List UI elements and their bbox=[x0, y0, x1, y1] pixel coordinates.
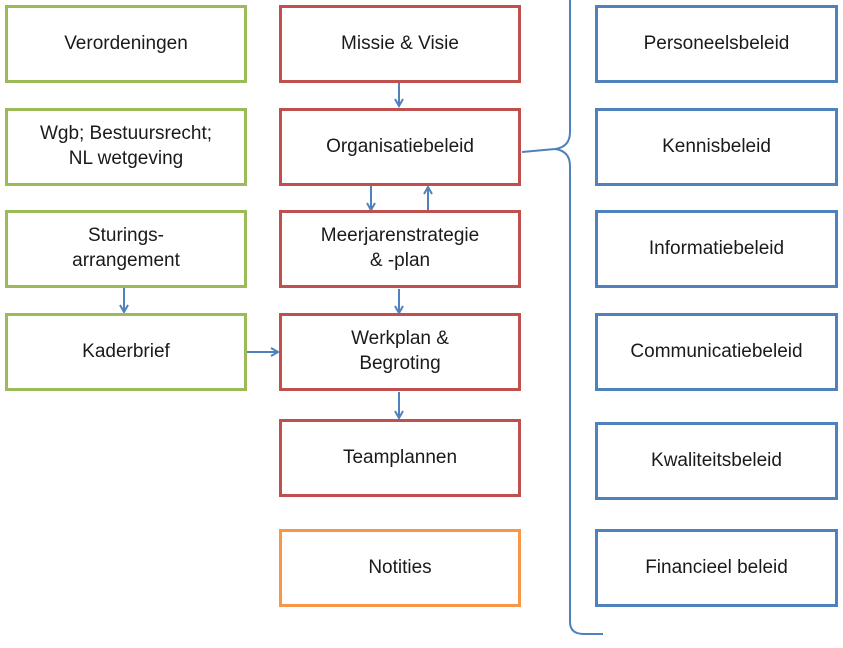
box-werkplan-begroting: Werkplan & Begroting bbox=[279, 313, 521, 391]
box-communicatiebeleid: Communicatiebeleid bbox=[595, 313, 838, 391]
box-sturingsarrangement: Sturings- arrangement bbox=[5, 210, 247, 288]
box-teamplannen: Teamplannen bbox=[279, 419, 521, 497]
box-informatiebeleid: Informatiebeleid bbox=[595, 210, 838, 288]
brace-organisatiebeleid-to-policies bbox=[521, 0, 603, 635]
box-kennisbeleid: Kennisbeleid bbox=[595, 108, 838, 186]
box-kaderbrief: Kaderbrief bbox=[5, 313, 247, 391]
box-organisatiebeleid: Organisatiebeleid bbox=[279, 108, 521, 186]
box-financieel-beleid: Financieel beleid bbox=[595, 529, 838, 607]
box-personeelsbeleid: Personeelsbeleid bbox=[595, 5, 838, 83]
box-meerjarenstrategie: Meerjarenstrategie & -plan bbox=[279, 210, 521, 288]
box-missie-visie: Missie & Visie bbox=[279, 5, 521, 83]
box-notities: Notities bbox=[279, 529, 521, 607]
box-verordeningen: Verordeningen bbox=[5, 5, 247, 83]
box-wgb-bestuursrecht: Wgb; Bestuursrecht; NL wetgeving bbox=[5, 108, 247, 186]
box-kwaliteitsbeleid: Kwaliteitsbeleid bbox=[595, 422, 838, 500]
